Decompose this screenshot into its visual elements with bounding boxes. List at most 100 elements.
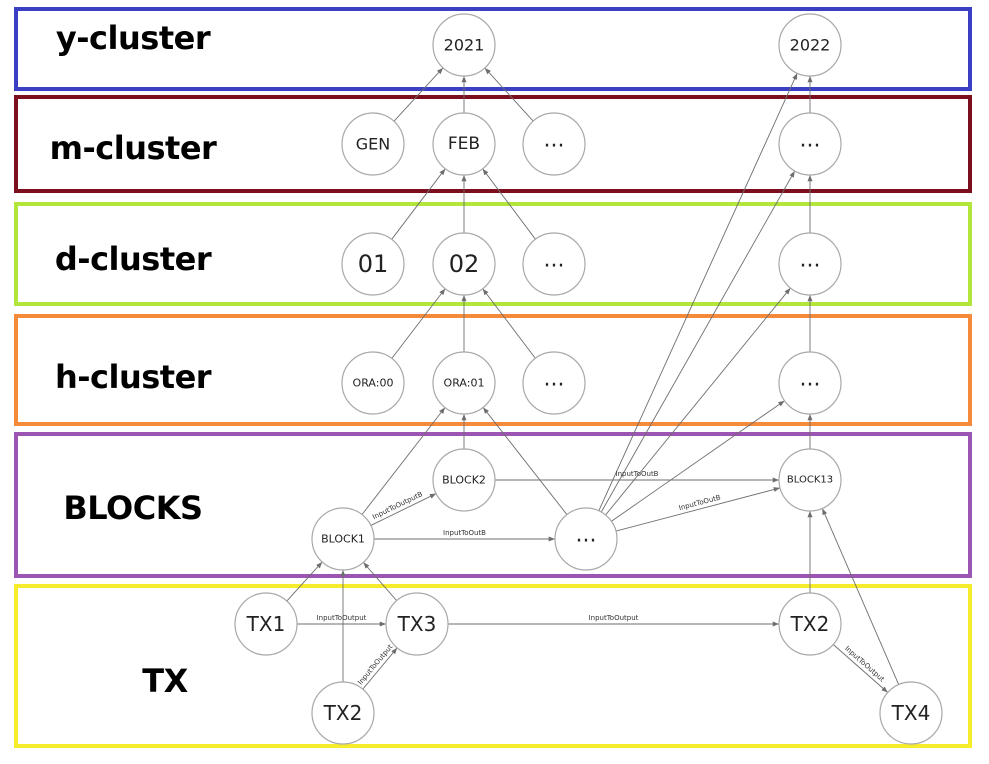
edge-tx4-to-block13	[821, 508, 900, 685]
node-h00: ORA:00	[341, 351, 405, 415]
node-block1: BLOCK1	[311, 507, 375, 571]
node-tx4: TX4	[879, 681, 943, 745]
node-mEll: ...	[522, 112, 586, 176]
node-bEll: ...	[554, 507, 618, 571]
edge-bEll-to-block13	[615, 487, 781, 532]
node-label: BLOCK1	[321, 533, 365, 546]
node-mFEB: FEB	[432, 112, 496, 176]
y-cluster-label: y-cluster	[55, 19, 211, 57]
edge-mGEN-to-y2021	[393, 67, 444, 122]
node-label: GEN	[356, 135, 390, 154]
edge-label: InputToOutput	[317, 614, 367, 622]
m-cluster-label: m-cluster	[49, 129, 217, 167]
node-circle	[522, 112, 586, 176]
node-circle	[311, 507, 375, 571]
node-circle	[432, 13, 496, 77]
edge-h00-to-d02	[391, 288, 446, 359]
edge-mEll-to-y2021	[484, 67, 534, 122]
edge-label: InputToOutB	[443, 529, 486, 537]
node-label: ...	[544, 248, 565, 273]
node-circle	[778, 448, 842, 512]
edge-tx2a-to-tx3	[362, 647, 398, 690]
node-dEll2: ...	[778, 232, 842, 296]
node-label: TX3	[397, 612, 437, 636]
node-block2: BLOCK2	[432, 448, 496, 512]
node-hEll: ...	[522, 351, 586, 415]
node-label: 2021	[444, 36, 485, 55]
node-label: ...	[576, 523, 597, 548]
node-label: ...	[800, 128, 821, 153]
node-label: ...	[800, 367, 821, 392]
node-label: ...	[544, 128, 565, 153]
edge-label: InputToOutB	[616, 470, 659, 478]
node-hEll2: ...	[778, 351, 842, 415]
edge-tx1-to-block1	[286, 561, 323, 602]
node-y2021: 2021	[432, 13, 496, 77]
node-mGEN: GEN	[341, 112, 405, 176]
d-cluster-label: d-cluster	[54, 240, 212, 278]
edge-label: InputToOutput	[589, 614, 639, 622]
node-tx1: TX1	[234, 592, 298, 656]
node-tx2b: TX2	[778, 592, 842, 656]
blocks-label: BLOCKS	[63, 489, 203, 527]
edge-bEll-to-h01	[482, 407, 568, 515]
node-label: TX2	[323, 701, 363, 725]
edge-tx3-to-block1	[363, 562, 397, 601]
node-label: TX4	[891, 701, 931, 725]
node-d02: 02	[432, 232, 496, 296]
node-label: ...	[544, 367, 565, 392]
node-label: BLOCK13	[787, 475, 833, 486]
node-label: ORA:00	[353, 377, 394, 390]
node-label: 01	[358, 250, 389, 278]
node-circle	[432, 351, 496, 415]
edge-bEll-to-hEll2	[611, 400, 785, 522]
node-label: 2022	[790, 36, 831, 55]
node-y2022: 2022	[778, 13, 842, 77]
edge-label: InputToOutput	[843, 645, 886, 684]
node-circle	[778, 13, 842, 77]
node-circle	[522, 351, 586, 415]
node-circle	[554, 507, 618, 571]
h-cluster-label: h-cluster	[54, 358, 212, 396]
node-circle	[432, 448, 496, 512]
node-label: ...	[800, 248, 821, 273]
edge-dEll-to-mFEB	[482, 168, 536, 240]
node-circle	[778, 351, 842, 415]
node-circle	[778, 232, 842, 296]
edge-tx2b-to-tx4	[832, 644, 889, 693]
edge-bEll-to-mEll2	[600, 170, 796, 513]
node-circle	[341, 232, 405, 296]
node-label: TX1	[246, 612, 286, 636]
node-label: BLOCK2	[442, 474, 486, 487]
node-circle	[432, 232, 496, 296]
edge-bEll-to-dEll2	[605, 287, 791, 516]
node-h01: ORA:01	[432, 351, 496, 415]
node-label: ORA:01	[444, 377, 485, 390]
node-circle	[311, 681, 375, 745]
edge-label: InputToOutputB	[371, 490, 424, 521]
node-circle	[778, 112, 842, 176]
edge-bEll-to-y2022	[598, 73, 798, 511]
node-circle	[432, 112, 496, 176]
edge-d01-to-mFEB	[391, 168, 446, 240]
node-tx2a: TX2	[311, 681, 375, 745]
node-label: TX2	[790, 612, 830, 636]
node-mEll2: ...	[778, 112, 842, 176]
node-dEll: ...	[522, 232, 586, 296]
node-label: FEB	[448, 134, 480, 154]
node-circle	[879, 681, 943, 745]
node-label: 02	[449, 250, 480, 278]
node-circle	[385, 592, 449, 656]
node-circle	[234, 592, 298, 656]
node-circle	[778, 592, 842, 656]
node-tx3: TX3	[385, 592, 449, 656]
node-circle	[341, 351, 405, 415]
edge-label: InputToOutput	[356, 643, 394, 687]
node-circle	[522, 232, 586, 296]
edge-block1-to-block2	[370, 493, 437, 526]
node-d01: 01	[341, 232, 405, 296]
tx-label: TX	[142, 662, 188, 700]
edge-block1-to-h01	[361, 407, 446, 515]
node-block13: BLOCK13	[778, 448, 842, 512]
